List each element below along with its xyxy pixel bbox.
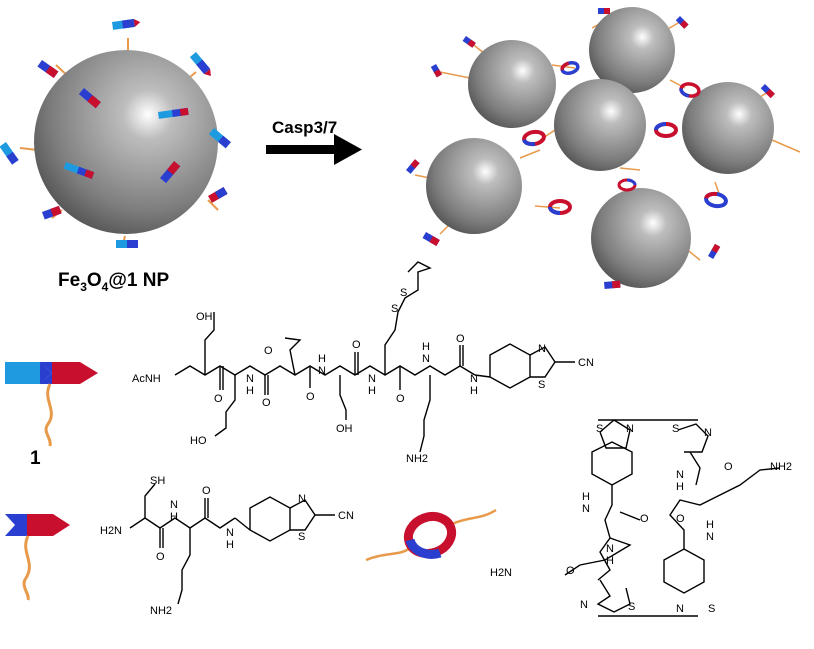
atom-label: H [422,341,430,353]
compound-number: 1 [30,448,41,469]
label-subscript: 4 [101,279,109,294]
atom-label: S [400,287,407,299]
label-part: O [86,270,102,291]
particle-3 [554,79,646,171]
particle-4 [682,82,774,174]
atom-label: S [628,601,635,613]
label-part: Fe [58,270,81,291]
free-probe-tips [406,8,775,289]
atom-label: N [298,493,306,505]
particle-6 [591,188,691,288]
atom-label: N [470,373,478,385]
atom-label: H [226,539,234,551]
atom-label: H2N [490,567,512,579]
probe-rods [0,18,231,248]
atom-label: O [566,565,575,577]
atom-label: O [456,333,465,345]
aggregated-nanoparticles [406,7,801,289]
atom-label: N [538,343,546,355]
atom-label: NH2 [770,461,792,473]
arrow-label: Casp3/7 [272,118,338,137]
particle-2 [589,7,675,93]
atom-label: O [156,551,165,563]
structure-probe-1-atoms: AcNH OH O HO N H O O N H O O OH N H S S … [132,287,594,465]
macrocycle-glyph [365,508,497,562]
atom-label: O [202,485,211,497]
atom-label: HO [190,435,207,447]
atom-label: H [246,385,254,397]
atom-label: N [226,527,234,539]
atom-label: N [704,427,712,439]
atom-label: SH [150,475,165,487]
atom-label: H2N [100,525,122,537]
atom-label: N [676,603,684,615]
atom-label: N [606,543,614,555]
atom-label: S [391,303,398,315]
atom-label: N [422,353,430,365]
atom-label: N [626,423,634,435]
reaction-arrow [266,134,362,165]
atom-label: H [706,519,714,531]
label-part: @1 NP [108,270,170,291]
atom-label: S [298,531,305,543]
atom-label: CN [338,510,354,522]
atom-label: O [264,345,273,357]
atom-label: OH [336,423,353,435]
probe-1-glyph [5,362,98,447]
fe3o4-core-sphere [34,50,218,234]
atom-label: O [640,513,649,525]
atom-label: S [672,423,679,435]
atom-label: O [724,461,733,473]
structure-macrocycle [564,419,781,617]
atom-label: H [582,491,590,503]
atom-label: S [538,379,545,391]
atom-label: AcNH [132,373,161,385]
atom-label: N [580,599,588,611]
atom-label: O [306,391,315,403]
atom-label: O [352,339,361,351]
cleaved-probe-glyph [5,514,70,601]
atom-label: H [606,555,614,567]
atom-label: O [262,397,271,409]
atom-label: N [170,499,178,511]
atom-label: N [246,373,254,385]
nanoparticle-with-probes [0,18,231,249]
particle-1 [468,40,556,128]
atom-label: O [214,393,223,405]
macrocycle-rings [522,60,728,215]
atom-label: H [368,385,376,397]
atom-label: N [706,531,714,543]
structure-probe-1 [174,261,575,453]
atom-label: NH2 [406,453,428,465]
atom-label: H [470,385,478,397]
atom-label: NH2 [150,605,172,617]
nanoparticle-label: Fe3O4@1 NP [58,270,169,294]
atom-label: H [676,481,684,493]
atom-label: S [596,423,603,435]
label-subscript: 3 [80,279,87,294]
atom-label: O [676,513,685,525]
atom-label: OH [196,311,213,323]
particle-5 [426,138,522,234]
atom-label: O [396,393,405,405]
atom-label: N [318,365,326,377]
atom-label: H [170,511,178,523]
structure-cleaved-probe [129,483,335,605]
structure-macrocycle-atoms: S N S N O NH2 H N H N O O N H N H H2N O … [490,423,792,615]
atom-label: N [676,469,684,481]
atom-label: S [708,603,715,615]
atom-label: CN [578,357,594,369]
structure-cleaved-probe-atoms: SH H2N O H N NH2 O N H N S CN [100,475,354,617]
atom-label: N [582,503,590,515]
atom-label: H [318,353,326,365]
atom-label: N [368,373,376,385]
